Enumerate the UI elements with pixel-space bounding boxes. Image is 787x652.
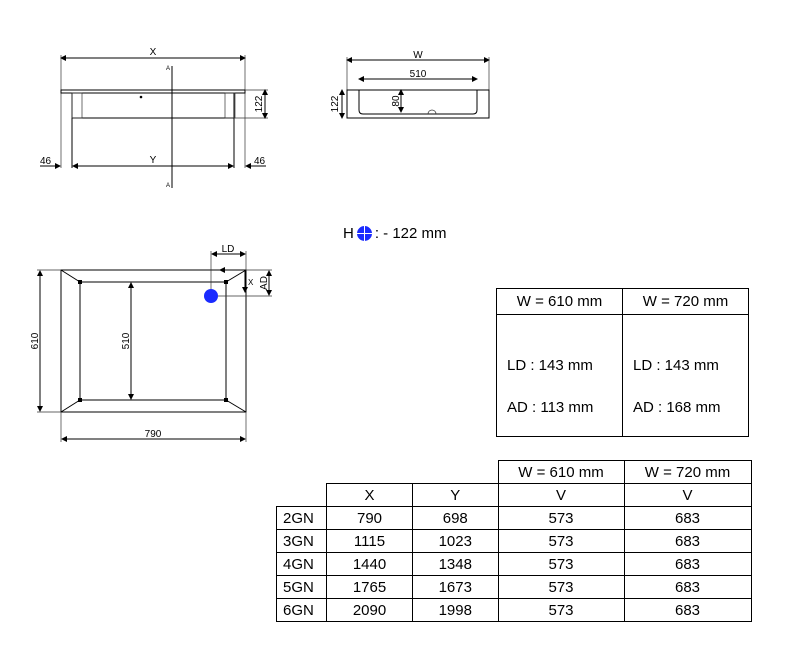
x-dimension-label: X: [150, 47, 157, 58]
ad-label: AD: [259, 276, 270, 290]
table-header: V: [497, 483, 625, 507]
table-cell: 1998: [412, 598, 499, 622]
ld-label: LD: [222, 244, 235, 255]
table-cell: 1765: [326, 575, 413, 599]
w-dimension-label: W: [413, 50, 423, 61]
left-margin-label: 46: [40, 156, 52, 167]
table-cell: 573: [497, 529, 625, 553]
side-height-label: 122: [330, 95, 341, 112]
table-cell: 1673: [412, 575, 499, 599]
height-label: 122: [254, 95, 265, 112]
right-margin-label: 46: [254, 156, 266, 167]
empty-cell: [277, 461, 327, 484]
table-header: W = 610 mm: [496, 288, 623, 315]
table-cell: 698: [412, 506, 499, 530]
plan-depth-label: 610: [30, 332, 41, 349]
table-header: X: [326, 483, 413, 507]
table-cell: 573: [497, 506, 625, 530]
table-cell: LD : 143 mm AD : 113 mm: [496, 314, 623, 437]
table-cell: 2090: [326, 598, 413, 622]
empty-cell: [413, 461, 499, 484]
front-view: X A A 122 Y 46 46: [40, 47, 268, 189]
row-label: 4GN: [276, 552, 327, 576]
outer-frame: [60, 269, 247, 413]
well-body: [71, 92, 235, 119]
inner-width-label: 510: [410, 69, 427, 80]
plan-view: 610 510 790 LD AD X: [30, 244, 272, 442]
drain-symbol-icon: [356, 226, 372, 241]
inner-opening: [79, 281, 227, 401]
table-cell: 1348: [412, 552, 499, 576]
table-cell: 573: [497, 552, 625, 576]
drain-height-prefix: H: [343, 225, 354, 242]
pan-profile: [358, 90, 478, 115]
drain-icon: [204, 289, 218, 303]
section-mark-bottom: A: [166, 183, 170, 189]
table-header: W = 610 mm: [497, 460, 625, 484]
drain-height-value: : - 122 mm: [374, 225, 447, 242]
row-label: 6GN: [276, 598, 327, 622]
row-label: 2GN: [276, 506, 327, 530]
side-view: W 510 80 122: [330, 50, 490, 119]
drain-position-table: W = 610 mm W = 720 mm LD : 143 mm AD : 11…: [496, 288, 749, 437]
plan-width-label: 790: [145, 429, 162, 440]
table-cell: 683: [623, 575, 752, 599]
ad-value: AD : 113 mm: [507, 399, 594, 416]
table-cell: 790: [326, 506, 413, 530]
table-cell: LD : 143 mm AD : 168 mm: [622, 314, 749, 437]
table-cell: 1440: [326, 552, 413, 576]
table-cell: 683: [623, 506, 752, 530]
plan-inner-depth-label: 510: [121, 332, 132, 349]
section-mark-top: A: [166, 66, 170, 72]
row-label: 5GN: [276, 575, 327, 599]
drain-height-label: H : - 122 mm: [343, 225, 447, 242]
table-cell: 1023: [412, 529, 499, 553]
x-offset-label: X: [248, 278, 254, 287]
table-cell: 573: [497, 598, 625, 622]
table-header: V: [623, 483, 752, 507]
table-header: W = 720 mm: [623, 460, 752, 484]
ad-value: AD : 168 mm: [633, 399, 721, 416]
table-cell: 573: [497, 575, 625, 599]
ld-value: LD : 143 mm: [633, 357, 719, 374]
ld-value: LD : 143 mm: [507, 357, 593, 374]
table-cell: 1115: [326, 529, 413, 553]
table-cell: 683: [623, 552, 752, 576]
row-label: 3GN: [276, 529, 327, 553]
empty-cell: [327, 461, 413, 484]
empty-cell: [277, 484, 327, 507]
depth-label: 80: [391, 95, 402, 107]
table-header: Y: [412, 483, 499, 507]
table-cell: 683: [623, 598, 752, 622]
table-header: W = 720 mm: [622, 288, 749, 315]
table-cell: 683: [623, 529, 752, 553]
y-dimension-label: Y: [150, 155, 157, 166]
